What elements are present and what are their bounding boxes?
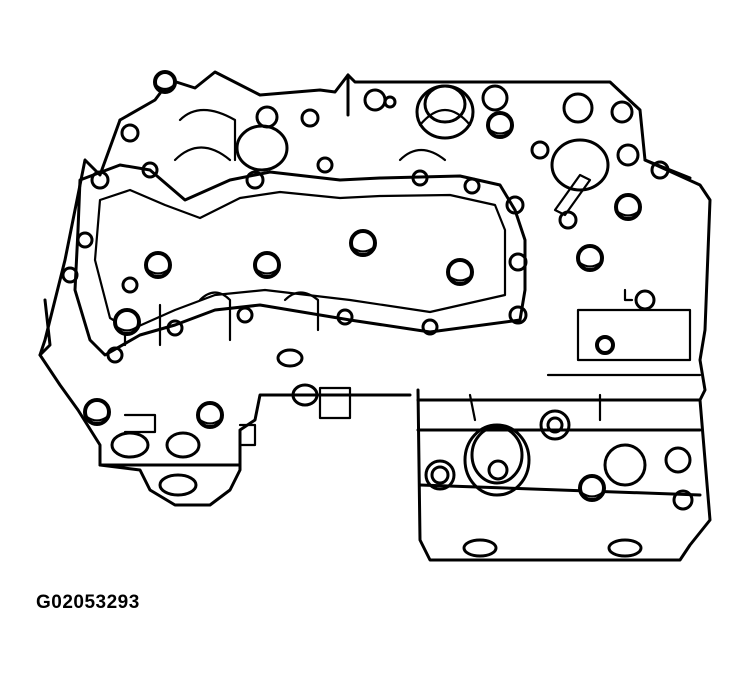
bolt-icon <box>614 193 642 221</box>
bolt-icon <box>153 70 177 94</box>
holes <box>61 84 694 558</box>
bolt-icon <box>486 111 514 139</box>
figure-id-caption: G02053293 <box>36 592 140 613</box>
left-body-outline <box>38 70 412 507</box>
valve-bores <box>123 84 702 422</box>
misc-details <box>123 288 692 447</box>
bolt-icon <box>113 308 141 336</box>
bolt-icon <box>578 474 606 502</box>
bolt-icon <box>253 251 281 279</box>
bolts <box>83 70 642 502</box>
gasket-outline <box>73 163 527 357</box>
bolt-icon <box>349 229 377 257</box>
right-body-outline <box>346 73 712 562</box>
bolt-icon <box>144 251 172 279</box>
bolt-icon <box>83 398 111 426</box>
bolt-icon <box>446 258 474 286</box>
bolt-icon <box>196 401 224 429</box>
bolt-icon <box>576 244 604 272</box>
bolt-icon <box>595 335 615 355</box>
